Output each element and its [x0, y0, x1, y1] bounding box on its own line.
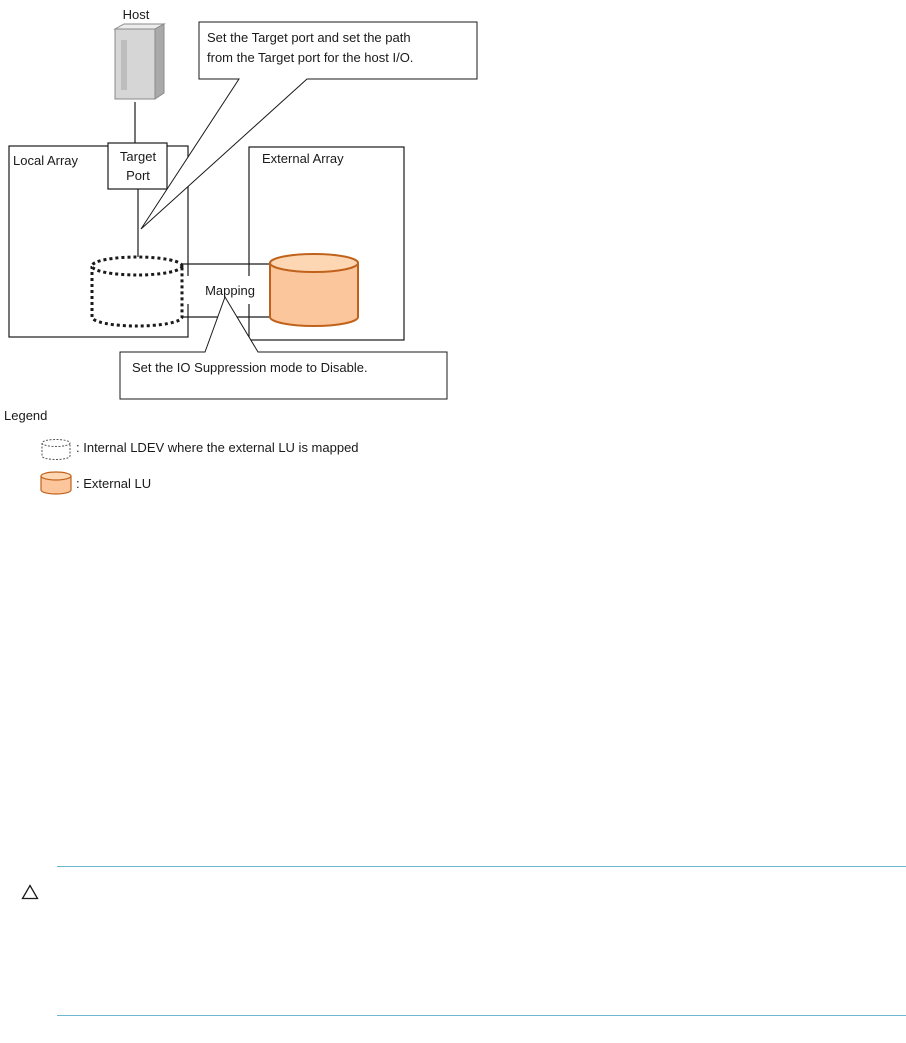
external-array-label: External Array — [262, 151, 344, 166]
legend-internal-ldev-label: : Internal LDEV where the external LU is… — [76, 440, 359, 455]
target-port-box — [107, 142, 168, 190]
target-port-label-line1: Target — [120, 149, 157, 164]
caution-top-rule — [57, 866, 906, 867]
legend-internal-ldev-icon — [41, 439, 71, 460]
callout-bottom-text: Set the IO Suppression mode to Disable. — [132, 360, 368, 375]
legend-external-lu-label: : External LU — [76, 476, 151, 491]
caution-bottom-rule — [57, 1015, 906, 1016]
local-array-box — [8, 145, 189, 338]
callout-top-line1: Set the Target port and set the path — [207, 30, 411, 45]
local-array-label: Local Array — [13, 153, 79, 168]
target-port-callout: Set the Target port and set the path fro… — [140, 21, 478, 230]
io-suppression-callout: Set the IO Suppression mode to Disable. — [119, 295, 448, 400]
callout-top-line2: from the Target port for the host I/O. — [207, 50, 413, 65]
legend-title: Legend — [4, 408, 47, 423]
host-server-icon — [113, 23, 166, 100]
host-label: Host — [123, 7, 150, 22]
legend-external-lu-icon — [40, 471, 72, 495]
external-array-box — [248, 146, 405, 341]
internal-ldev-cylinder — [90, 255, 184, 328]
caution-triangle-icon — [21, 884, 39, 900]
target-port-label-line2: Port — [126, 168, 150, 183]
mapping-label: Mapping — [205, 283, 255, 298]
external-lu-cylinder — [269, 253, 359, 327]
